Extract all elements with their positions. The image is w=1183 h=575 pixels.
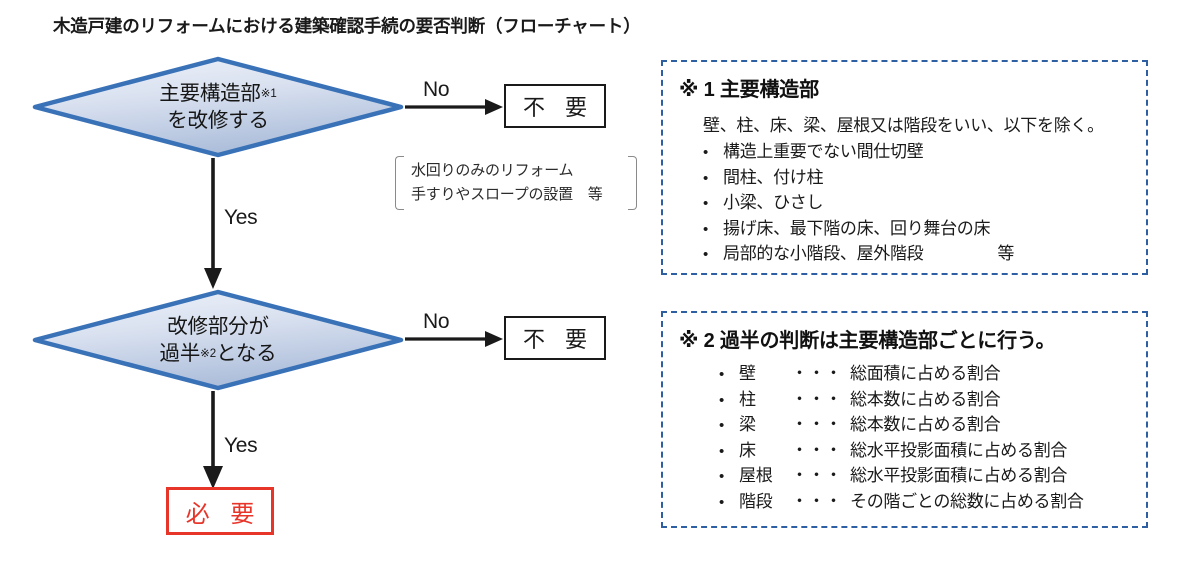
list-item: • 小梁、ひさし — [703, 190, 1146, 216]
edge-label-no-2: No — [423, 310, 450, 333]
edge-label-yes-2: Yes — [224, 434, 258, 457]
side-note-line-2: 手すりやスロープの設置 等 — [411, 186, 603, 204]
legend-2-term-1: 柱 — [739, 389, 756, 409]
flow-connectors — [203, 99, 503, 489]
legend-2-dots-0: ・・・ — [791, 364, 842, 383]
list-item: • 梁 ・・・総本数に占める割合 — [719, 412, 1146, 438]
outcome-not-required-2-label: 不 要 — [522, 327, 595, 352]
legend-1-item-4-tail: 等 — [997, 244, 1015, 263]
decision1-footnote-mark: ※1 — [260, 87, 277, 100]
list-item: • 階段・・・その階ごとの総数に占める割合 — [719, 489, 1146, 515]
list-item: • 柱 ・・・総本数に占める割合 — [719, 387, 1146, 413]
legend-1-item-2: 小梁、ひさし — [723, 193, 824, 212]
bullet-icon: • — [719, 391, 724, 409]
list-item: • 構造上重要でない間仕切壁 — [703, 139, 1146, 165]
legend-2-item-0: 総面積に占める割合 — [850, 364, 1001, 383]
legend-2-item-1: 総本数に占める割合 — [850, 389, 1001, 409]
legend-2-dots-1: ・・・ — [791, 389, 842, 409]
decision-node-majority-label: 改修部分が 過半※2となる — [32, 289, 404, 391]
bullet-icon: • — [719, 468, 724, 485]
decision1-line1: 主要構造部 — [159, 81, 261, 105]
list-item: • 屋根・・・総水平投影面積に占める割合 — [719, 463, 1146, 489]
decision1-line2: を改修する — [167, 109, 269, 132]
legend-2-term-0: 壁 — [739, 364, 756, 383]
decision2-footnote-mark: ※2 — [200, 348, 217, 360]
bullet-icon: • — [719, 442, 724, 460]
outcome-not-required-1-label: 不 要 — [522, 95, 595, 120]
bullet-icon: • — [703, 169, 708, 187]
bracket-right-icon — [628, 156, 637, 210]
legend-1-item-1: 間柱、付け柱 — [723, 167, 824, 187]
legend-box-majority-criteria: ※ 2 過半の判断は主要構造部ごとに行う。 •壁・・・総面積に占める割合 •柱・… — [661, 311, 1148, 528]
bullet-icon: • — [703, 220, 708, 238]
bullet-icon: • — [703, 246, 708, 263]
outcome-not-required-1[interactable]: 不 要 — [504, 84, 606, 128]
list-item: • 揚げ床、最下階の床、回り舞台の床 — [703, 216, 1146, 242]
legend-2-dots-3: ・・・ — [791, 440, 842, 460]
legend-2-term-5: 階段 — [739, 491, 773, 511]
diamond-shape — [32, 289, 404, 391]
legend-1-item-4: 局部的な小階段、屋外階段 — [723, 244, 924, 263]
legend-2-item-5: その階ごとの総数に占める割合 — [850, 491, 1084, 511]
page-title: 木造戸建のリフォームにおける建築確認手続の要否判断（フローチャート） — [53, 16, 641, 36]
list-item: • 間柱、付け柱 — [703, 165, 1146, 191]
outcome-required[interactable]: 必 要 — [166, 487, 274, 535]
legend-1-item-3: 揚げ床、最下階の床、回り舞台の床 — [723, 218, 991, 238]
list-item: • 局部的な小階段、屋外階段 等 — [703, 241, 1146, 267]
legend-2-item-2: 総本数に占める割合 — [850, 415, 1001, 434]
bullet-icon: • — [719, 493, 724, 511]
edge-label-yes-1: Yes — [224, 206, 258, 229]
bullet-icon: • — [719, 417, 724, 434]
list-item: • 壁 ・・・総面積に占める割合 — [719, 361, 1146, 387]
decision2-line2-pre: 過半 — [159, 342, 201, 365]
outcome-not-required-2[interactable]: 不 要 — [504, 316, 606, 360]
legend-2-title: ※ 2 過半の判断は主要構造部ごとに行う。 — [679, 330, 1056, 352]
legend-2-list: •壁・・・総面積に占める割合 •柱・・・総本数に占める割合 •梁・・・総本数に占… — [719, 361, 1146, 514]
legend-2-dots-4: ・・・ — [791, 466, 842, 485]
decision2-line2-post: となる — [216, 342, 277, 365]
legend-1-list: • 構造上重要でない間仕切壁 • 間柱、付け柱 • 小梁、ひさし • 揚げ床、最下階の床… — [703, 139, 1146, 267]
legend-box-primary-structure: ※ 1 主要構造部 壁、柱、床、梁、屋根又は階段をいい、以下を除く。 • 構造上重… — [661, 60, 1148, 275]
decision-node-primary-structure[interactable]: 主要構造部※1 を改修する — [32, 56, 404, 158]
decision-node-majority[interactable]: 改修部分が 過半※2となる — [32, 289, 404, 391]
decision2-line1: 改修部分が — [167, 314, 269, 338]
flowchart-region: 主要構造部※1 を改修する 改修部分が 過半※2となる No No Yes Ye… — [32, 56, 637, 535]
legend-2-item-3: 総水平投影面積に占める割合 — [850, 440, 1068, 460]
edge-label-no-1: No — [423, 78, 450, 101]
bullet-icon: • — [719, 366, 724, 383]
bracket-left-icon — [395, 156, 404, 210]
bullet-icon: • — [703, 195, 708, 212]
legend-1-item-0: 構造上重要でない間仕切壁 — [723, 142, 924, 161]
list-item: • 床 ・・・総水平投影面積に占める割合 — [719, 438, 1146, 464]
decision-node-primary-structure-label: 主要構造部※1 を改修する — [32, 56, 404, 158]
bullet-icon: • — [703, 144, 708, 161]
legend-1-lead: 壁、柱、床、梁、屋根又は階段をいい、以下を除く。 — [703, 116, 1104, 135]
diamond-shape — [32, 56, 404, 158]
legend-2-term-2: 梁 — [739, 415, 756, 434]
legend-2-term-4: 屋根 — [739, 466, 773, 485]
side-note-examples: 水回りのみのリフォーム 手すりやスロープの設置 等 — [395, 156, 637, 210]
legend-2-dots-2: ・・・ — [791, 415, 842, 434]
side-note-line-1: 水回りのみのリフォーム — [411, 162, 574, 179]
legend-2-item-4: 総水平投影面積に占める割合 — [850, 466, 1068, 485]
outcome-required-label: 必 要 — [185, 500, 262, 528]
legend-2-dots-5: ・・・ — [791, 491, 842, 511]
legend-2-term-3: 床 — [739, 440, 756, 460]
legend-1-title: ※ 1 主要構造部 — [679, 79, 819, 101]
